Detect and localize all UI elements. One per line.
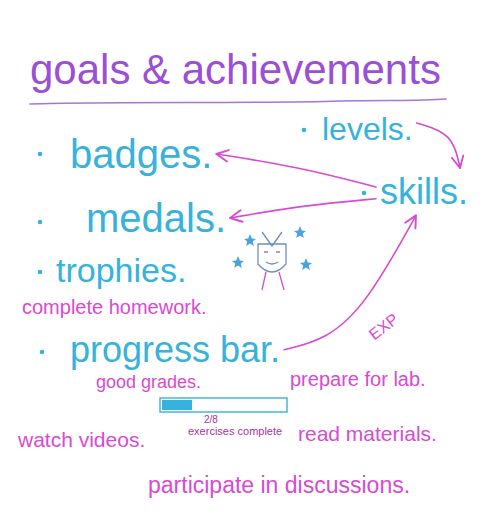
progress-caption: exercises complete [188, 425, 282, 438]
item-text: skills. [380, 171, 468, 212]
arrow-connector [284, 215, 416, 349]
activity-note: complete homework. [22, 296, 207, 319]
activity-note: participate in discussions. [148, 472, 410, 498]
activity-note: watch videos. [18, 428, 145, 452]
star [232, 256, 244, 268]
item-text: badges. [70, 131, 212, 177]
arrow-connector [230, 199, 376, 218]
list-item: badges. [66, 128, 216, 180]
bullet-dot [38, 152, 43, 157]
star [244, 234, 256, 246]
item-text: trophies. [56, 251, 186, 290]
arrow-connector [216, 154, 376, 187]
activity-note: good grades. [96, 372, 201, 393]
item-text: levels. [322, 111, 413, 148]
medal-body [258, 244, 286, 272]
medal-tails [262, 272, 284, 290]
item-text: progress bar. [70, 329, 280, 370]
item-text: medals. [86, 195, 226, 241]
list-item: progress bar. [66, 326, 284, 373]
star [300, 258, 312, 270]
bullet-dot [302, 128, 307, 133]
page-title: goals & achievements [30, 46, 441, 94]
bullet-dot [38, 270, 43, 275]
activity-note: read materials. [298, 422, 437, 446]
list-item: trophies. [52, 248, 190, 293]
list-item: skills. [376, 168, 472, 215]
bullet-dot [362, 191, 367, 196]
edge-label: EXP [366, 310, 403, 344]
activity-note: prepare for lab. [290, 368, 426, 391]
list-item: medals. [82, 192, 230, 244]
title-underline [30, 99, 446, 104]
progress-caption: 2/8 [204, 414, 218, 426]
bar-fill [162, 400, 192, 410]
bullet-dot [40, 350, 45, 355]
arrow-connector [417, 123, 460, 168]
bullet-dots [38, 128, 367, 355]
doodle-stars [232, 226, 312, 270]
progress-bar-drawing [160, 398, 287, 412]
medal-face [264, 252, 280, 264]
star [294, 226, 306, 238]
bar-outline [160, 398, 287, 412]
list-item: levels. [318, 108, 417, 151]
bullet-dot [38, 220, 43, 225]
medal-doodle [258, 232, 286, 290]
